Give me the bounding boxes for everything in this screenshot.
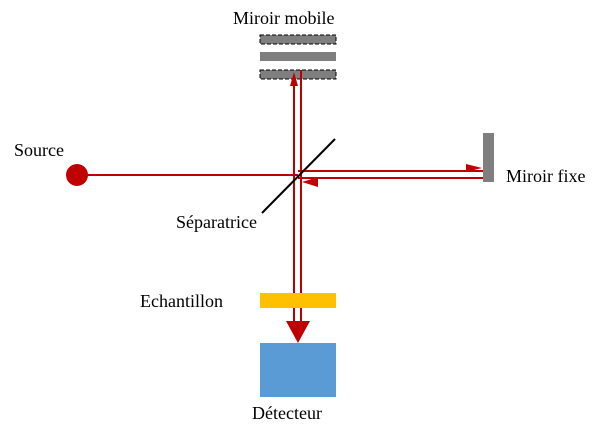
sample-plate	[260, 293, 336, 308]
arrow-left-from-fixed-mirror	[302, 177, 318, 187]
fixed-mirror	[483, 133, 494, 182]
detector-box	[260, 343, 336, 397]
beam-splitter-label: Séparatrice	[176, 212, 257, 232]
source-label: Source	[14, 140, 64, 160]
arrow-down-to-detector	[286, 321, 310, 343]
vertical-beam-pair	[293, 70, 302, 175]
arrow-right-to-fixed-mirror	[466, 164, 482, 172]
movable-mirror-ghost-bottom	[259, 69, 337, 80]
beam-splitter	[261, 138, 336, 214]
movable-mirror-label: Miroir mobile	[233, 8, 335, 28]
fixed-mirror-label: Miroir fixe	[506, 166, 585, 186]
movable-mirror	[259, 34, 337, 80]
detector-label: Détecteur	[252, 403, 322, 423]
movable-mirror-plate	[260, 52, 336, 61]
movable-mirror-ghost-top	[259, 34, 337, 45]
horizontal-beam-pair	[298, 170, 483, 179]
arrow-up-to-movable-mirror	[290, 72, 298, 86]
source-dot	[66, 164, 88, 186]
sample-label: Echantillon	[140, 291, 223, 311]
